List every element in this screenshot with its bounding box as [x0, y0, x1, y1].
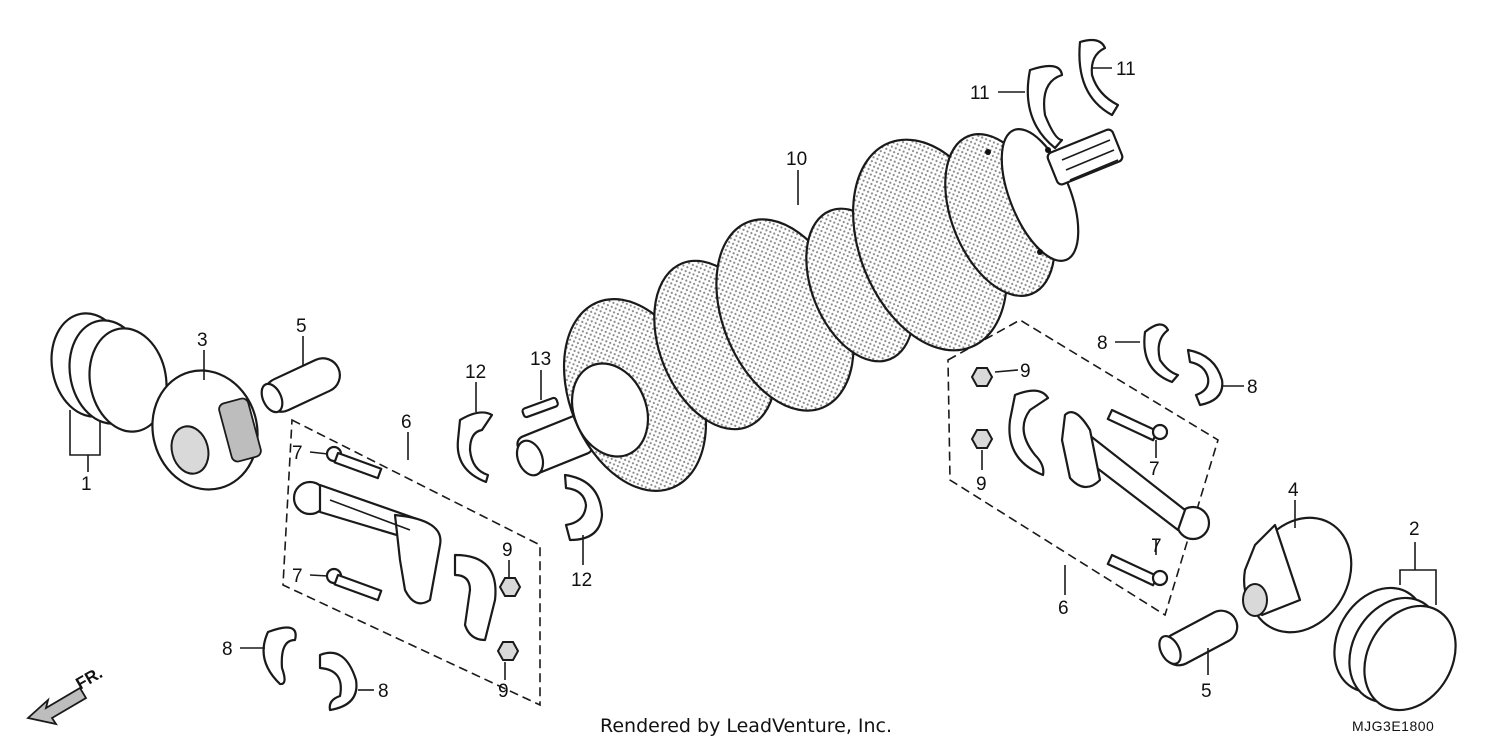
conrod-nut-lower-right[interactable]	[970, 429, 994, 449]
callout-9-upper-right: 9	[1020, 361, 1031, 382]
callout-9-upper-left: 9	[502, 540, 513, 561]
conrod-cap-right[interactable]	[1008, 389, 1050, 477]
piston-rings-left[interactable]	[44, 307, 175, 438]
callout-7-upper-left: 7	[292, 443, 303, 464]
piston-pin-right[interactable]	[1155, 605, 1243, 671]
piston-rings-right[interactable]	[1316, 571, 1474, 726]
conrod-bearing-right-a[interactable]	[1143, 323, 1180, 384]
thrust-washer-b[interactable]	[1078, 38, 1120, 117]
piston-left[interactable]	[139, 359, 271, 502]
front-direction-arrow-icon	[26, 686, 88, 726]
callout-5-right: 5	[1201, 681, 1212, 702]
main-bearing-lower[interactable]	[563, 473, 604, 542]
conrod-right[interactable]	[1060, 411, 1211, 541]
callout-6-left: 6	[401, 412, 412, 433]
conrod-nut-lower-left[interactable]	[496, 641, 520, 661]
key-13[interactable]	[521, 396, 559, 419]
piston-right[interactable]	[1228, 499, 1371, 651]
callout-9-lower-right: 9	[976, 474, 987, 495]
conrod-set-right-box	[947, 319, 1219, 617]
callout-12-lower: 12	[571, 570, 592, 591]
crankshaft[interactable]	[512, 117, 1124, 512]
callout-12-upper: 12	[465, 362, 486, 383]
conrod-bolt-lower-right[interactable]	[1106, 553, 1169, 587]
conrod-bolt-upper-right[interactable]	[1106, 408, 1169, 442]
callout-2: 2	[1409, 519, 1420, 540]
callout-8-left-b: 8	[378, 681, 389, 702]
conrod-nut-upper-left[interactable]	[498, 577, 522, 597]
thrust-washer-a[interactable]	[1026, 64, 1064, 150]
conrod-bolt-upper-left[interactable]	[325, 445, 383, 480]
callout-5-left: 5	[296, 316, 307, 337]
conrod-cap-left[interactable]	[453, 553, 497, 642]
callout-7-upper-right: 7	[1149, 459, 1160, 480]
callout-8-right-b: 8	[1247, 377, 1258, 398]
callout-6-right: 6	[1058, 598, 1069, 619]
conrod-set-left-box	[282, 418, 541, 707]
callout-3: 3	[197, 330, 208, 351]
piston-pin-left[interactable]	[258, 353, 346, 418]
conrod-bearing-left-a[interactable]	[262, 626, 297, 686]
conrod-bolt-lower-left[interactable]	[325, 567, 383, 602]
callout-9-lower-left: 9	[498, 681, 509, 702]
callout-8-left-a: 8	[222, 639, 233, 660]
callout-11-b: 11	[1116, 59, 1136, 80]
callout-13: 13	[530, 349, 551, 370]
callout-8-right-a: 8	[1097, 333, 1108, 354]
callout-10: 10	[786, 149, 807, 170]
conrod-left[interactable]	[292, 480, 442, 605]
conrod-nut-upper-right[interactable]	[970, 367, 994, 387]
callout-4: 4	[1288, 480, 1299, 501]
callout-11-a: 11	[970, 83, 990, 104]
callout-7-lower-left: 7	[292, 566, 303, 587]
conrod-bearing-right-b[interactable]	[1186, 348, 1224, 407]
conrod-bearing-left-b[interactable]	[318, 651, 358, 712]
leader-lines	[69, 67, 1437, 691]
callout-1: 1	[81, 474, 92, 495]
diagram-code: MJG3E1800	[1352, 718, 1434, 734]
callout-7-lower-right: 7	[1151, 536, 1162, 557]
footer-credit: Rendered by LeadVenture, Inc.	[600, 715, 892, 737]
main-bearing-upper[interactable]	[456, 411, 494, 484]
